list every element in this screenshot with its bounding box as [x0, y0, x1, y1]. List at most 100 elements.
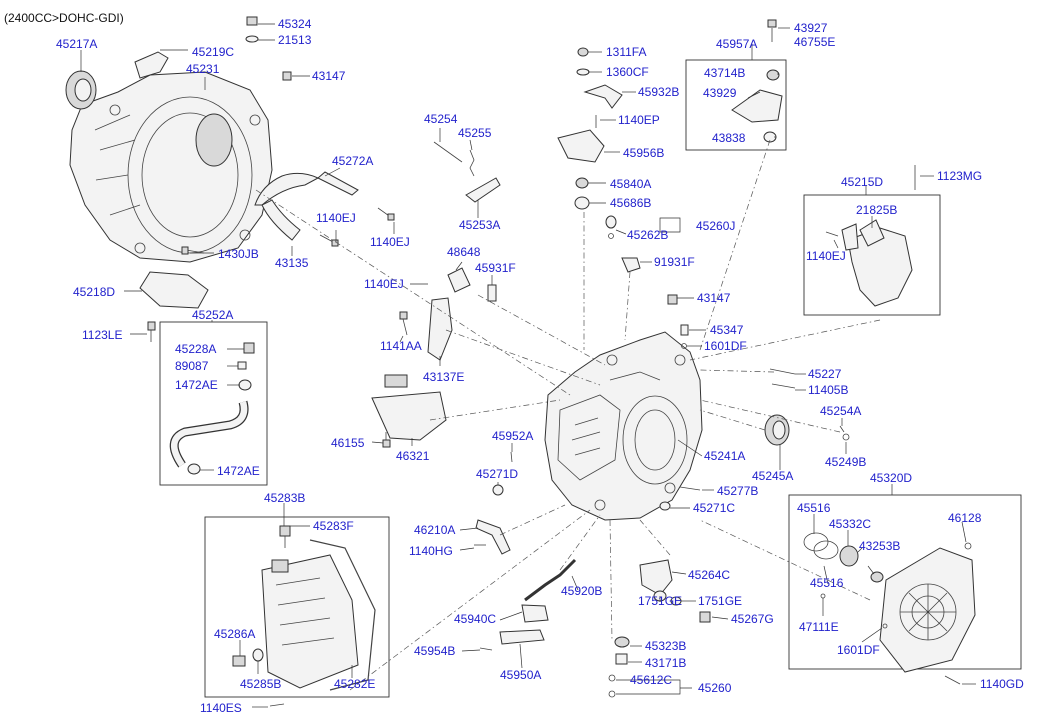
- label-46755e[interactable]: 46755E: [794, 35, 835, 49]
- label-45332c[interactable]: 45332C: [829, 517, 871, 531]
- label-46155[interactable]: 46155: [331, 436, 365, 450]
- label-45277b[interactable]: 45277B: [717, 484, 758, 498]
- label-45260[interactable]: 45260: [698, 681, 732, 695]
- label-45516-lower[interactable]: 45516: [810, 576, 844, 590]
- label-48648[interactable]: 48648: [447, 245, 481, 259]
- label-45957a[interactable]: 45957A: [716, 37, 757, 51]
- label-1751ge-left[interactable]: 1751GE: [638, 594, 682, 608]
- label-91931f[interactable]: 91931F: [654, 255, 695, 269]
- upper-fittings-drawing: [557, 47, 689, 349]
- label-1123mg[interactable]: 1123MG: [937, 169, 982, 183]
- label-11405b[interactable]: 11405B: [808, 383, 848, 397]
- relation-lines: [255, 139, 881, 691]
- label-43147-middle[interactable]: 43147: [697, 291, 731, 305]
- label-45324[interactable]: 45324: [278, 17, 312, 31]
- label-21825b[interactable]: 21825B: [856, 203, 897, 217]
- mount-kit-box: [803, 194, 941, 316]
- label-1123le[interactable]: 1123LE: [82, 328, 122, 342]
- label-46128[interactable]: 46128: [948, 511, 982, 525]
- label-45931f[interactable]: 45931F: [475, 261, 516, 275]
- lower-fittings-drawing: [474, 519, 711, 698]
- label-43929[interactable]: 43929: [703, 86, 737, 100]
- label-45227[interactable]: 45227: [808, 367, 842, 381]
- label-45283b[interactable]: 45283B: [264, 491, 305, 505]
- label-1140hg[interactable]: 1140HG: [409, 544, 453, 558]
- label-45218d[interactable]: 45218D: [73, 285, 115, 299]
- label-43171b[interactable]: 43171B: [645, 656, 686, 670]
- label-45285b[interactable]: 45285B: [240, 677, 281, 691]
- label-1140ej-lower[interactable]: 1140EJ: [370, 235, 410, 249]
- label-1601df-upper[interactable]: 1601DF: [704, 339, 747, 353]
- breather-hose-drawing: [169, 342, 255, 475]
- label-43838[interactable]: 43838: [712, 131, 746, 145]
- label-45952a[interactable]: 45952A: [492, 429, 533, 443]
- label-45320d[interactable]: 45320D: [870, 471, 912, 485]
- label-1140ej-middle[interactable]: 1140EJ: [364, 277, 404, 291]
- label-45255[interactable]: 45255: [458, 126, 492, 140]
- label-45282e[interactable]: 45282E: [334, 677, 375, 691]
- label-45920b[interactable]: 45920B: [561, 584, 602, 598]
- label-43927[interactable]: 43927: [794, 21, 828, 35]
- label-45612c[interactable]: 45612C: [630, 673, 672, 687]
- label-45215d[interactable]: 45215D: [841, 175, 883, 189]
- label-1140ep[interactable]: 1140EP: [618, 113, 660, 127]
- label-45950a[interactable]: 45950A: [500, 668, 541, 682]
- part-labels: 45324 21513 45217A 45219C 45231 43147 45…: [56, 17, 1024, 715]
- label-45347[interactable]: 45347: [710, 323, 744, 337]
- label-47111e[interactable]: 47111E: [799, 620, 839, 634]
- label-45254[interactable]: 45254: [424, 112, 458, 126]
- label-45516-upper[interactable]: 45516: [797, 501, 831, 515]
- label-43714b[interactable]: 43714B: [704, 66, 745, 80]
- label-43135[interactable]: 43135: [275, 256, 309, 270]
- label-1472ae-lower[interactable]: 1472AE: [217, 464, 260, 478]
- label-45283f[interactable]: 45283F: [313, 519, 354, 533]
- label-45245a[interactable]: 45245A: [752, 469, 793, 483]
- label-1140ej-right[interactable]: 1140EJ: [806, 249, 846, 263]
- label-45253a[interactable]: 45253A: [459, 218, 500, 232]
- label-45323b[interactable]: 45323B: [645, 639, 686, 653]
- label-43253b[interactable]: 43253B: [859, 539, 900, 553]
- label-45840a[interactable]: 45840A: [610, 177, 651, 191]
- label-45272a[interactable]: 45272A: [332, 154, 373, 168]
- label-45264c[interactable]: 45264C: [688, 568, 730, 582]
- label-45219c[interactable]: 45219C: [192, 45, 234, 59]
- label-1751ge-right[interactable]: 1751GE: [698, 594, 742, 608]
- label-1141aa[interactable]: 1141AA: [380, 339, 422, 353]
- label-46321[interactable]: 46321: [396, 449, 430, 463]
- label-45286a[interactable]: 45286A: [214, 627, 255, 641]
- label-1140gd[interactable]: 1140GD: [980, 677, 1024, 691]
- label-1601df-lower[interactable]: 1601DF: [837, 643, 880, 657]
- label-45267g[interactable]: 45267G: [731, 612, 774, 626]
- side-fittings-drawing: [492, 368, 850, 511]
- label-1311fa[interactable]: 1311FA: [606, 45, 646, 59]
- label-45956b[interactable]: 45956B: [623, 146, 664, 160]
- label-43147-upper[interactable]: 43147: [312, 69, 346, 83]
- label-45241a[interactable]: 45241A: [704, 449, 745, 463]
- label-45217a[interactable]: 45217A: [56, 37, 97, 51]
- label-45260j[interactable]: 45260J: [696, 219, 735, 233]
- label-1140ej-upper[interactable]: 1140EJ: [316, 211, 356, 225]
- label-45271c[interactable]: 45271C: [693, 501, 735, 515]
- label-45254a[interactable]: 45254A: [820, 404, 861, 418]
- label-1360cf[interactable]: 1360CF: [606, 65, 649, 79]
- label-1140es[interactable]: 1140ES: [200, 701, 242, 715]
- label-46210a[interactable]: 46210A: [414, 523, 455, 537]
- label-43137e[interactable]: 43137E: [423, 370, 464, 384]
- label-45954b[interactable]: 45954B: [414, 644, 455, 658]
- label-45262b[interactable]: 45262B: [627, 228, 668, 242]
- label-45231[interactable]: 45231: [186, 62, 220, 76]
- plug-43147-drawing: [282, 71, 292, 81]
- label-1430jb[interactable]: 1430JB: [218, 247, 259, 261]
- label-21513[interactable]: 21513: [278, 33, 312, 47]
- lever-45253a-drawing: [465, 177, 501, 203]
- mount-45215d-drawing: [825, 219, 913, 307]
- label-89087[interactable]: 89087: [175, 359, 209, 373]
- label-45932b[interactable]: 45932B: [638, 85, 679, 99]
- label-45686b[interactable]: 45686B: [610, 196, 651, 210]
- label-45271d[interactable]: 45271D: [476, 467, 518, 481]
- label-45940c[interactable]: 45940C: [454, 612, 496, 626]
- label-45249b[interactable]: 45249B: [825, 455, 866, 469]
- label-45252a[interactable]: 45252A: [192, 308, 233, 322]
- label-45228a[interactable]: 45228A: [175, 342, 216, 356]
- label-1472ae-upper[interactable]: 1472AE: [175, 378, 218, 392]
